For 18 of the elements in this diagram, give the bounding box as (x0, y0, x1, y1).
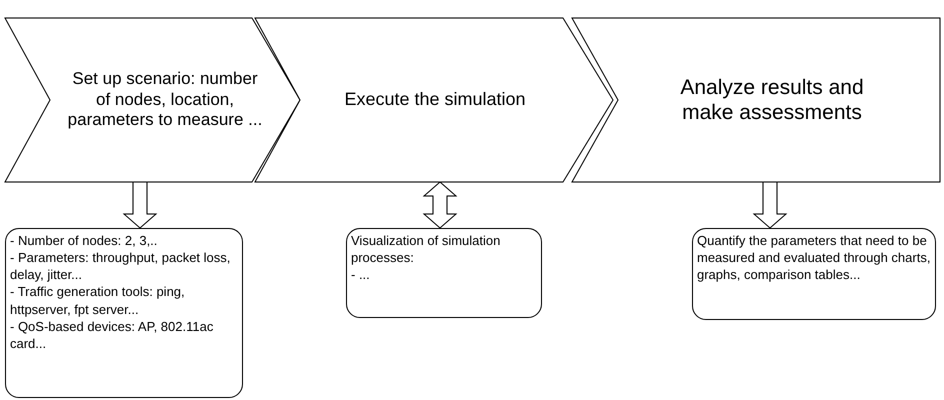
note-box (346, 228, 542, 318)
block-arrow (752, 182, 788, 229)
note-box (692, 228, 936, 320)
note-text: - Traffic generation tools: ping, httpserver, fpt server... (10, 283, 186, 318)
note-text: - ... (351, 266, 371, 284)
step-title: Set up scenario: number of nodes, location, parameters to measure ... (66, 69, 264, 131)
step-title: Execute the simulation (343, 89, 527, 111)
note-text: Quantify the parameters that need to be measured and evaluated through charts, graphs, comparison tables... (697, 232, 931, 284)
note-box (5, 228, 243, 398)
note-text: - QoS-based devices: AP, 802.11ac card... (10, 318, 214, 352)
step-title: Analyze results and make assessments (679, 74, 865, 126)
note-text: - Parameters: throughput, packet loss, delay, jitter... (10, 249, 232, 284)
chevron-shape (572, 18, 940, 182)
block-arrow (422, 181, 458, 229)
note-text: - Number of nodes: 2, 3,.. (10, 232, 158, 250)
block-arrow (122, 182, 158, 229)
note-text: Visualization of simulation processes: (351, 232, 502, 266)
chevron-shape (5, 18, 300, 182)
